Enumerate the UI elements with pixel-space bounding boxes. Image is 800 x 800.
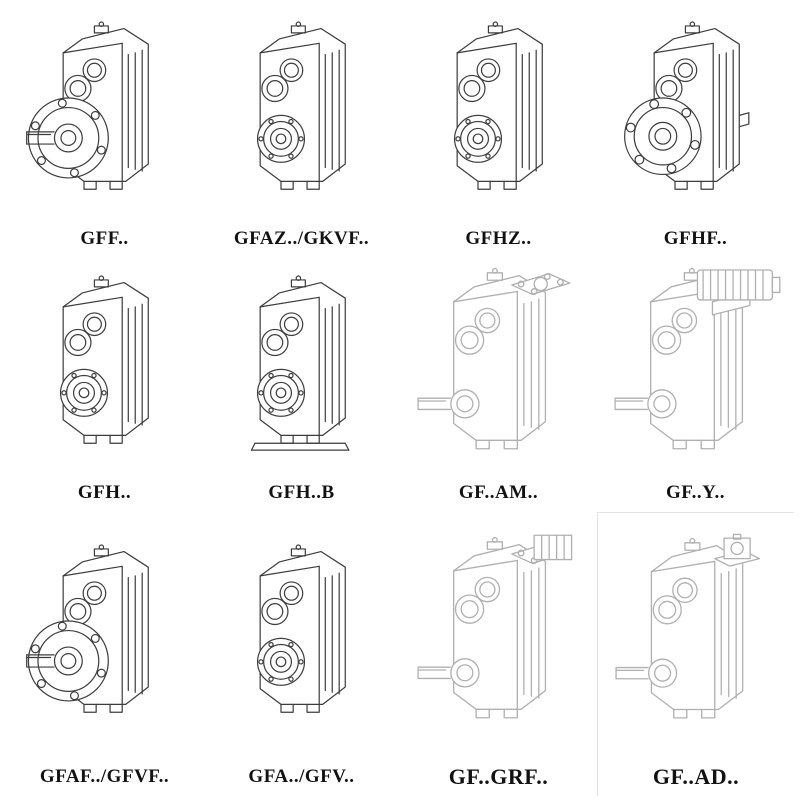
gearbox-flange-hollow-drawing bbox=[609, 10, 783, 226]
model-label: GFHZ.. bbox=[465, 228, 532, 249]
gearbox-illustration bbox=[615, 269, 780, 449]
model-label: GFAZ../GKVF.. bbox=[233, 228, 370, 249]
gearbox-iec-adapter-drawing bbox=[405, 264, 592, 480]
gearbox-illustration bbox=[418, 269, 570, 449]
model-label: GFH..B bbox=[268, 482, 335, 503]
gearbox-illustration bbox=[60, 276, 148, 443]
model-label: GFH.. bbox=[77, 482, 132, 503]
catalog-item-gfhf: GFHF.. bbox=[597, 4, 794, 258]
model-label: GF..GRF.. bbox=[448, 764, 549, 789]
gearbox-illustration bbox=[251, 276, 348, 450]
catalog-item-gfhz: GFHZ.. bbox=[400, 4, 597, 258]
gearbox-hollow-shaft-drawing bbox=[412, 10, 586, 226]
gearbox-flange-output-drawing bbox=[18, 10, 192, 226]
gearbox-illustration bbox=[454, 22, 542, 189]
catalog-item-gf-am: GF..AM.. bbox=[400, 258, 597, 512]
gearbox-illustration bbox=[26, 22, 148, 189]
model-label: GF..AM.. bbox=[458, 482, 539, 503]
catalog-item-gfh-b: GFH..B bbox=[203, 258, 400, 512]
gearbox-illustration bbox=[616, 534, 759, 717]
model-label: GF..Y.. bbox=[665, 482, 726, 503]
gearbox-foot-mounted-drawing bbox=[215, 264, 389, 480]
gearbox-illustration bbox=[257, 545, 345, 712]
model-label: GFA../GFV.. bbox=[248, 766, 355, 787]
gearbox-illustration bbox=[257, 22, 345, 189]
gearbox-illustration bbox=[26, 545, 148, 712]
gearbox-adapter-box-drawing bbox=[405, 518, 592, 764]
catalog-item-gfa-gfv: GFA../GFV.. bbox=[203, 512, 400, 796]
gearbox-input-adapter-drawing bbox=[603, 519, 789, 764]
catalog-item-gf-ad: GF..AD.. bbox=[597, 512, 794, 796]
model-label: GFAF../GFVF.. bbox=[39, 766, 170, 787]
catalog-item-gf-y: GF..Y.. bbox=[597, 258, 794, 512]
gearbox-hollow-shaft-drawing bbox=[215, 518, 389, 764]
catalog-item-gfaf-gfvf: GFAF../GFVF.. bbox=[6, 512, 203, 796]
catalog-item-gf-grf: GF..GRF.. bbox=[400, 512, 597, 796]
gearbox-illustration bbox=[418, 535, 572, 718]
gearbox-motor-mounted-drawing bbox=[602, 264, 789, 480]
gearbox-shaft-mounted-drawing bbox=[18, 264, 192, 480]
catalog-item-gfaz-gkvf: GFAZ../GKVF.. bbox=[203, 4, 400, 258]
catalog-item-gff: GFF.. bbox=[6, 4, 203, 258]
gearbox-flange-output-drawing bbox=[18, 518, 192, 764]
gearbox-hollow-shaft-drawing bbox=[215, 10, 389, 226]
model-label: GFHF.. bbox=[663, 228, 728, 249]
model-label: GFF.. bbox=[80, 228, 129, 249]
model-label: GF..AD.. bbox=[652, 764, 740, 789]
gearbox-illustration bbox=[624, 22, 748, 189]
catalog-item-gfh: GFH.. bbox=[6, 258, 203, 512]
